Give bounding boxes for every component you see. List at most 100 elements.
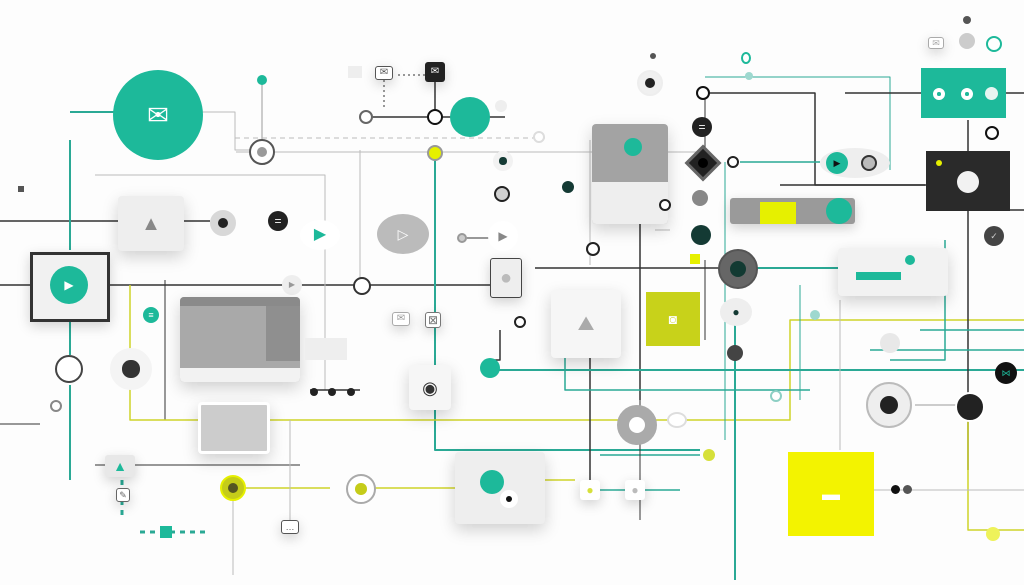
device-lens [500, 490, 518, 508]
hollow-node-4 [727, 156, 739, 168]
dark-square-dot-core [499, 157, 507, 165]
connector-line [703, 92, 925, 186]
settings-teal-knob [624, 138, 642, 156]
connector-line [95, 174, 326, 390]
device-lens-core [505, 495, 513, 503]
camera-lens-node-core [218, 218, 228, 228]
chart-card: ⛰ [551, 290, 621, 358]
dots-1 [310, 388, 318, 396]
settings-card-body [592, 182, 668, 224]
chat-bubble: … [281, 520, 299, 534]
diamond-node [353, 277, 371, 295]
hollow-node-top [696, 86, 710, 100]
browser-window [180, 297, 300, 382]
teal-badge: ≡ [143, 307, 159, 323]
mail-gray-small [348, 66, 362, 78]
gray-card [305, 338, 347, 360]
mail-icon-outline-icon: ✉ [379, 67, 389, 78]
play-white-node-icon: ▶ [498, 229, 508, 243]
play-white-node: ▶ [488, 221, 518, 251]
button-box-icon: ● [499, 267, 513, 289]
gray-tile: ● [625, 480, 645, 500]
equals-node: = [268, 211, 288, 231]
panel-btn-1 [933, 88, 945, 100]
browser-titlebar [180, 297, 300, 306]
small-teal-dot [257, 75, 267, 85]
dark-gray-dot [727, 345, 743, 361]
button-box: ● [490, 258, 522, 298]
connector-line [120, 480, 205, 534]
upload-arrow-icon: ▲ [113, 458, 127, 474]
connector-line [490, 330, 501, 361]
gray-dot-top [650, 53, 656, 59]
dark-green-dot [562, 181, 574, 193]
lime-small-dot [703, 449, 715, 461]
play-teal-node-icon: ▶ [313, 226, 327, 243]
briefcase-mail: ✉ [425, 62, 445, 82]
lime-tile: ● [580, 480, 600, 500]
browser-sidebar [266, 306, 300, 361]
lime-dot [427, 145, 443, 161]
dark-dial-core [729, 260, 747, 278]
knob-white [880, 333, 900, 353]
player-play-icon: ▶ [833, 157, 841, 168]
dashed-cloud [667, 412, 687, 428]
location-pin [741, 52, 751, 64]
teal-light-dot [810, 310, 820, 320]
lime-target [220, 475, 246, 501]
dark-teal-ring-core [964, 401, 976, 413]
hollow-node-6 [586, 242, 600, 256]
lime-ring [346, 474, 376, 504]
gray-dot-right [959, 33, 975, 49]
lime-square: ◙ [646, 292, 700, 346]
ring-node-core [257, 147, 267, 157]
teal-square-dot [480, 358, 500, 378]
dark-dial [718, 249, 758, 289]
camera-square: ◉ [409, 365, 451, 410]
diamond-dark-core [695, 155, 711, 171]
lime-small-square [690, 254, 700, 264]
gray-small-dot [457, 233, 467, 243]
device-teal-knob [480, 470, 504, 494]
dark-teal-ring [955, 392, 985, 422]
progress-teal-dot [905, 255, 915, 265]
glow-dot [110, 348, 152, 390]
yellow-card-icon: ▬ [822, 484, 840, 504]
half-ring-icon: ● [732, 305, 740, 319]
browser-footer [180, 368, 300, 382]
teal-hollow-ring [770, 390, 782, 402]
mail-icon-outline: ✉ [375, 66, 393, 80]
upload-arrow: ▲ [105, 455, 135, 477]
camera-lens-node [210, 210, 236, 236]
speaker-node [866, 382, 912, 428]
video-play-button: ▶ [50, 266, 88, 304]
briefcase-mail-icon: ✉ [430, 66, 440, 77]
target-ring [55, 355, 83, 383]
black-dot-1 [891, 485, 900, 494]
dark-gray-badge: ✓ [984, 226, 1004, 246]
tablet-card [198, 402, 270, 454]
yellow-card: ▬ [788, 452, 874, 536]
ring-node [249, 139, 275, 165]
faint-dot [495, 100, 507, 112]
teal-block [160, 526, 172, 538]
video-play-button-icon: ▶ [64, 278, 74, 292]
panel-btn-2 [961, 88, 973, 100]
small-square [18, 186, 24, 192]
dark-panel-lime [936, 160, 942, 166]
connector-line [705, 76, 891, 170]
target-top [637, 70, 663, 96]
lime-ring-core [355, 483, 367, 495]
speaker-node-core [879, 395, 899, 415]
teal-ring-top [745, 72, 753, 80]
toggle-lime [760, 202, 796, 224]
menu-node: = [692, 117, 712, 137]
teal-ring-right [986, 36, 1002, 52]
player-play: ▶ [826, 152, 848, 174]
image-outline: ⊠ [425, 312, 441, 328]
mail-bubble-icon: ✉ [147, 100, 169, 130]
dark-badge: ⋈ [995, 362, 1017, 384]
connector-line [200, 111, 262, 151]
lime-square-icon: ◙ [668, 311, 678, 327]
